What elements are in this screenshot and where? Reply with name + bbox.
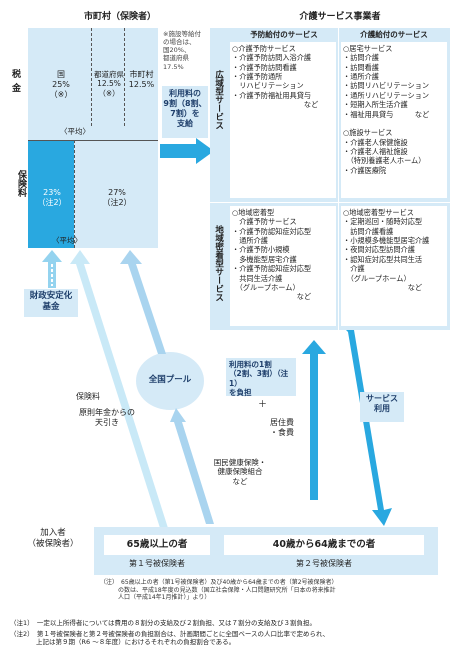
vertical-divider <box>338 28 339 330</box>
pool-label: 全国プール <box>148 375 192 385</box>
copay-benefit-box: 利用料の 9割（8割、 7割）を 支給 <box>162 86 208 138</box>
footnote-1: （注1） 一定以上所得者については費用の８割分の支給及び２割負担、又は７割分の支… <box>10 619 317 627</box>
plus-sign: ＋ <box>258 400 268 410</box>
row-label-premium: 保険料 <box>16 170 26 197</box>
premium-share-first: 23% （注2） <box>37 188 67 207</box>
footnote-2: （注2） 第１号被保険者と第２号被保険者の負担割合は、計画期間ごとに全国ベースの… <box>10 630 330 647</box>
municipality-tax-box <box>28 28 158 140</box>
inner-note: （注） 65歳以上の者（第1号被保険者）及び40歳から64歳までの者（第2号被保… <box>100 579 338 601</box>
prefecture-share: 都道府県 12.5%（※） <box>94 70 124 98</box>
row-divider <box>210 202 450 203</box>
pool-circle <box>136 352 204 410</box>
arrow-service-down <box>346 330 392 526</box>
divider-prefecture <box>124 28 125 126</box>
tax-average-label: 〈平均〉 <box>60 127 90 136</box>
municipality-premium-box-left <box>28 140 74 248</box>
row-label-local: 地域密着型サービス <box>213 225 224 302</box>
divider-premium <box>74 140 75 248</box>
divider-country <box>91 28 92 126</box>
living-costs: 居住費 ・食費 <box>270 418 294 437</box>
col-header-prevention: 予防給付のサービス <box>250 30 318 39</box>
country-share: 国 25% （※） <box>49 70 73 99</box>
service-use-box: サービス 利用 <box>360 392 404 422</box>
copay-pay-box: 利用料の1割 （2割、3割）（注1） を負担 <box>226 358 296 397</box>
group2-sub: 第２号被保険者 <box>296 559 352 568</box>
municipality-header: 市町村（保険者） <box>83 12 156 22</box>
group1-sub: 第１号被保険者 <box>129 559 185 568</box>
fund-box: 財政安定化 基金 <box>24 289 78 317</box>
col-header-care: 介護給付のサービス <box>360 30 428 39</box>
arrow-insurer-to-pool <box>170 408 214 524</box>
premium-label: 保険料 <box>76 392 100 401</box>
arrow-fund-up <box>42 250 62 288</box>
local-care-services: ○地域密着型サービス ・定期巡回・随時対応型 訪問介護看護 ・小規模多機能型居宅… <box>341 206 447 326</box>
wide-care-services: ○居宅サービス ・訪問介護 ・訪問看護 ・通所介護 ・訪問リハビリテーション ・… <box>341 42 447 198</box>
arrow-tax-to-providers <box>160 138 214 164</box>
premium-share-second: 27% （注2） <box>102 188 132 207</box>
arrow-premium-up-left <box>70 250 168 528</box>
group2-name-box: 40歳から64歳までの者 <box>224 535 424 555</box>
city-share: 市町村 12.5% <box>128 70 155 89</box>
arrow-pool-to-municipality <box>120 250 166 354</box>
local-prevention-services: ○地域密着型 介護予防サービス ・介護予防認知症対応型 通所介護 ・介護予防小規… <box>230 206 336 326</box>
row-label-tax: 税 金 <box>12 70 22 95</box>
providers-header: 介護サービス事業者 <box>299 12 381 22</box>
pension-label: 原則年金からの 天引き <box>79 408 135 427</box>
premium-average-label: 〈平均〉 <box>52 236 82 245</box>
facility-note: ※施設等給付 の場合は、 国20%、 都道府県 17.5% <box>163 30 201 71</box>
municipality-premium-box-right <box>74 140 158 248</box>
insured-label: 加入者 （被保険者） <box>27 528 79 549</box>
insurers-label: 国民健康保険・ 健康保険組合 など <box>213 458 267 486</box>
group1-name-box: 65歳以上の者 <box>104 535 210 555</box>
arrow-copay-up <box>302 340 326 500</box>
wide-prevention-services: ○介護予防サービス ・介護予防訪問入浴介護 ・介護予防訪問看護 ・介護予防通所 … <box>230 42 336 198</box>
divider-tax-premium <box>28 140 158 141</box>
row-label-wide: 広域型サービス <box>213 70 224 130</box>
